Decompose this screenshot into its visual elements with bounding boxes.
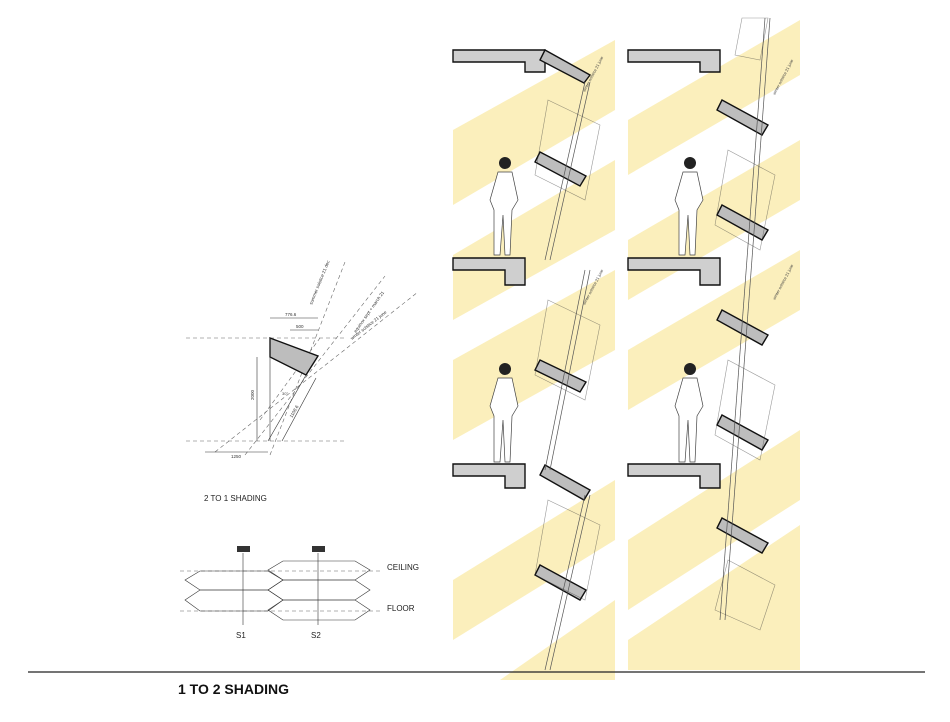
panel-outline (714, 359, 776, 461)
floor-slab (452, 257, 526, 286)
glazing (544, 494, 586, 671)
panel-outline (714, 559, 776, 631)
floor-slab (627, 257, 721, 286)
panel-outline (534, 499, 601, 601)
dim-vertical: 2000 (250, 389, 255, 400)
shade-fin (716, 517, 769, 554)
winter-ray (214, 291, 419, 453)
section-marker-s1 (237, 546, 250, 552)
shade-fin (269, 336, 320, 376)
floor-slab (452, 463, 526, 489)
angle-mark: 30° (282, 391, 288, 396)
glass-line (267, 374, 307, 442)
person-figure (489, 363, 519, 463)
panel-outline (734, 17, 769, 61)
sun-band (628, 430, 800, 610)
equinox-ray (244, 275, 386, 456)
shade-fin (716, 99, 769, 136)
glazing (549, 494, 591, 671)
sun-band (453, 480, 615, 640)
glazing (549, 269, 591, 471)
panel-outline (714, 149, 776, 251)
glazing (724, 17, 771, 621)
shade-fin (716, 414, 769, 451)
glazing (544, 269, 586, 471)
floor-label: FLOOR (387, 604, 415, 613)
glazing (549, 81, 591, 261)
panel-hex (184, 589, 284, 612)
sun-band (628, 250, 800, 410)
panel-outline (534, 299, 601, 401)
panel-hex (267, 560, 371, 581)
floor-slab (627, 463, 721, 489)
person-figure (674, 363, 704, 463)
floor-slab (627, 49, 721, 73)
drawing-title: 1 TO 2 SHADING (178, 681, 289, 697)
dim-bottom: 1250 (231, 454, 242, 459)
sun-band (453, 160, 615, 320)
panel-hex (267, 579, 371, 601)
sun-band (500, 600, 615, 680)
section-s1: winter solstice 21 june winter solstice … (452, 40, 615, 680)
panel-outline (534, 99, 601, 201)
sun-band (453, 40, 615, 205)
shading-angle-detail: 776.6 500 2000 1250 1108.6 30° summer so… (186, 259, 419, 503)
shade-fin (539, 49, 592, 84)
panel-hex (267, 599, 371, 621)
section-label-s2: S2 (311, 631, 321, 640)
sun-band (628, 20, 800, 175)
dim-mid: 500 (296, 324, 304, 329)
sun-band (628, 525, 800, 670)
person-figure (489, 157, 519, 256)
section-s2: winter solstice 21 june winter solstice … (627, 17, 800, 670)
detail-caption: 2 TO 1 SHADING (204, 494, 267, 503)
section-key-diagram: CEILING FLOOR S1 S2 (180, 546, 419, 640)
shade-fin (534, 564, 587, 601)
section-marker-s2 (312, 546, 325, 552)
angle-label-summer: summer solstice 21 dec (308, 259, 331, 305)
shade-fin (534, 151, 587, 187)
person-figure (674, 157, 704, 256)
panel-hex (184, 570, 284, 591)
section-label-s1: S1 (236, 631, 246, 640)
floor-slab (452, 49, 546, 73)
shade-fin (716, 309, 769, 346)
glazing (544, 81, 586, 261)
glass-line-2 (281, 377, 317, 442)
dim-diagonal: 1108.6 (289, 404, 300, 419)
glazing (719, 17, 766, 621)
shade-fin (539, 464, 591, 501)
dim-top: 776.6 (285, 312, 297, 317)
ceiling-label: CEILING (387, 563, 419, 572)
